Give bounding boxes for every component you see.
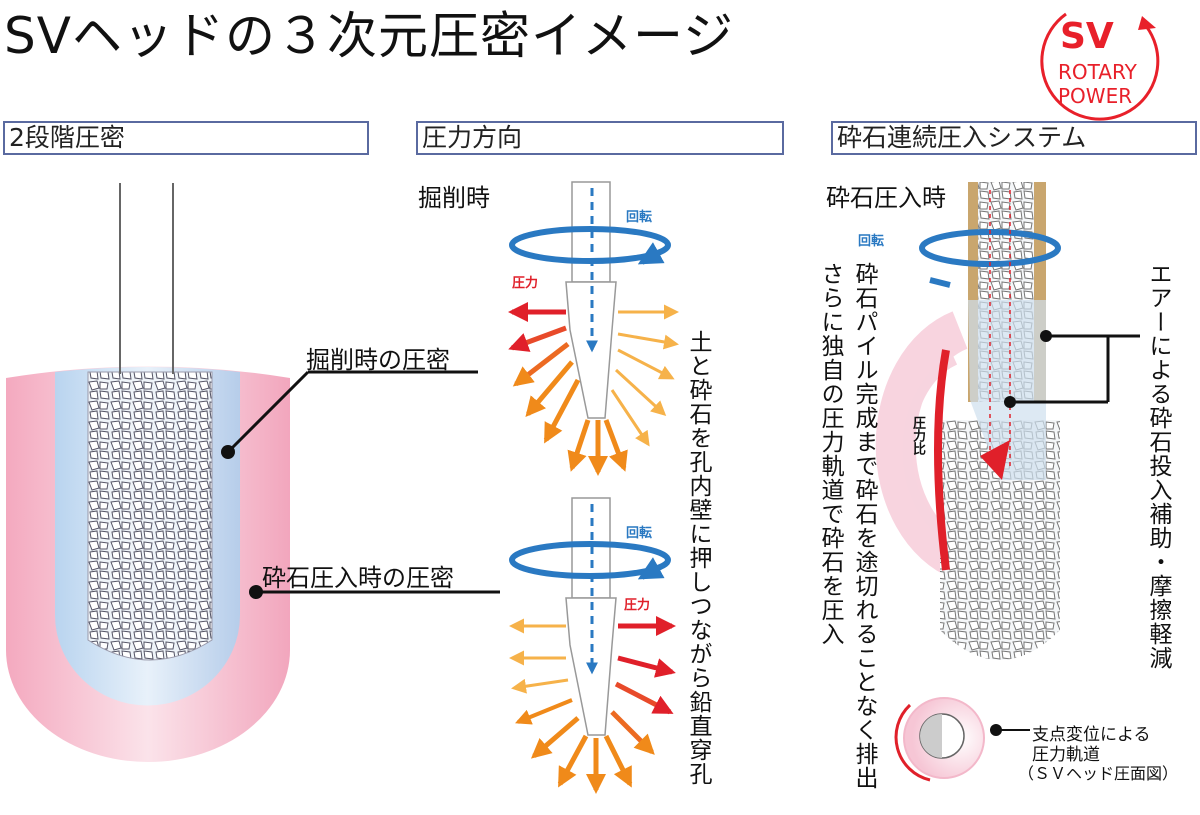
rotation-label-bottom: 回転 (626, 526, 653, 541)
pressure-label-top: 圧力 (512, 276, 539, 291)
logo-power: POWER (1058, 84, 1133, 108)
heading-continuous-system: 砕石連続圧入システム (831, 121, 1197, 155)
logo-ring-icon (1040, 12, 1160, 121)
sv-logo: SV ROTARY POWER (1028, 4, 1178, 124)
vertical-text-right-1: 砕石パイル完成まで砕石を途切れることなく排出 (851, 262, 877, 790)
label-excavation-compaction: 掘削時の圧密 (306, 346, 450, 374)
logo-rotary: ROTARY (1058, 60, 1137, 84)
vertical-text-right-3: エアーによる砕石投入補助・摩擦軽減 (1145, 262, 1171, 670)
pressure-label-bottom: 圧力 (624, 598, 651, 613)
label-gravel-injection: 砕石圧入時 (826, 184, 946, 212)
vertical-text-right-2: さらに独自の圧力軌道で砕石を圧入 (817, 262, 843, 646)
pivot-label-1: 支点変位による (1032, 725, 1151, 745)
rotation-label-right: 回転 (858, 234, 885, 249)
vertical-text-middle: 土と砕石を孔内壁に押しつながら鉛直穿孔 (685, 330, 711, 786)
pressure-ratio-label: 圧力比 (910, 416, 925, 455)
logo-sv: SV (1060, 16, 1114, 57)
page-title: SVヘッドの３次元圧密イメージ (4, 7, 734, 65)
heading-pressure-direction: 圧力方向 (416, 121, 784, 155)
pivot-label-2: 圧力軌道 (1032, 745, 1100, 765)
heading-two-stage: 2段階圧密 (3, 121, 369, 155)
pivot-label-3: （ＳＶヘッド圧面図） (1018, 764, 1179, 783)
rotation-label-top: 回転 (626, 210, 653, 225)
label-gravel-compaction: 砕石圧入時の圧密 (262, 564, 454, 592)
label-excavation: 掘削時 (418, 184, 490, 212)
